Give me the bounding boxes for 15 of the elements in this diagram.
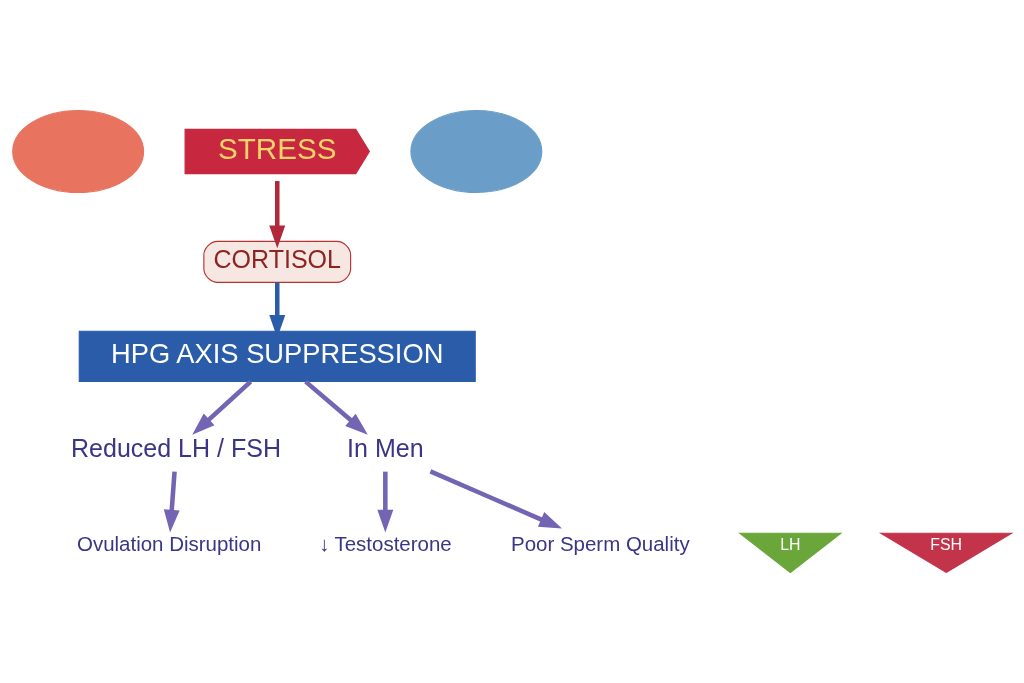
- node-text: In Men: [347, 434, 424, 463]
- node-text: Ovulation Disruption: [77, 532, 262, 556]
- arrow: [377, 471, 394, 533]
- node-person: [410, 110, 543, 194]
- node-text: Poor Sperm Quality: [511, 532, 690, 556]
- arrow: [304, 379, 368, 435]
- node-text: Reduced LH / FSH: [71, 434, 281, 463]
- node-box: CORTISOL: [203, 240, 352, 283]
- node-person: [12, 110, 145, 194]
- arrow: [269, 181, 286, 249]
- arrow: [429, 469, 562, 529]
- arrow: [192, 379, 253, 435]
- arrow: [163, 471, 180, 533]
- node-box: HPG AXIS SUPPRESSION: [78, 330, 476, 382]
- node-text: ↓ Testosterone: [318, 532, 452, 556]
